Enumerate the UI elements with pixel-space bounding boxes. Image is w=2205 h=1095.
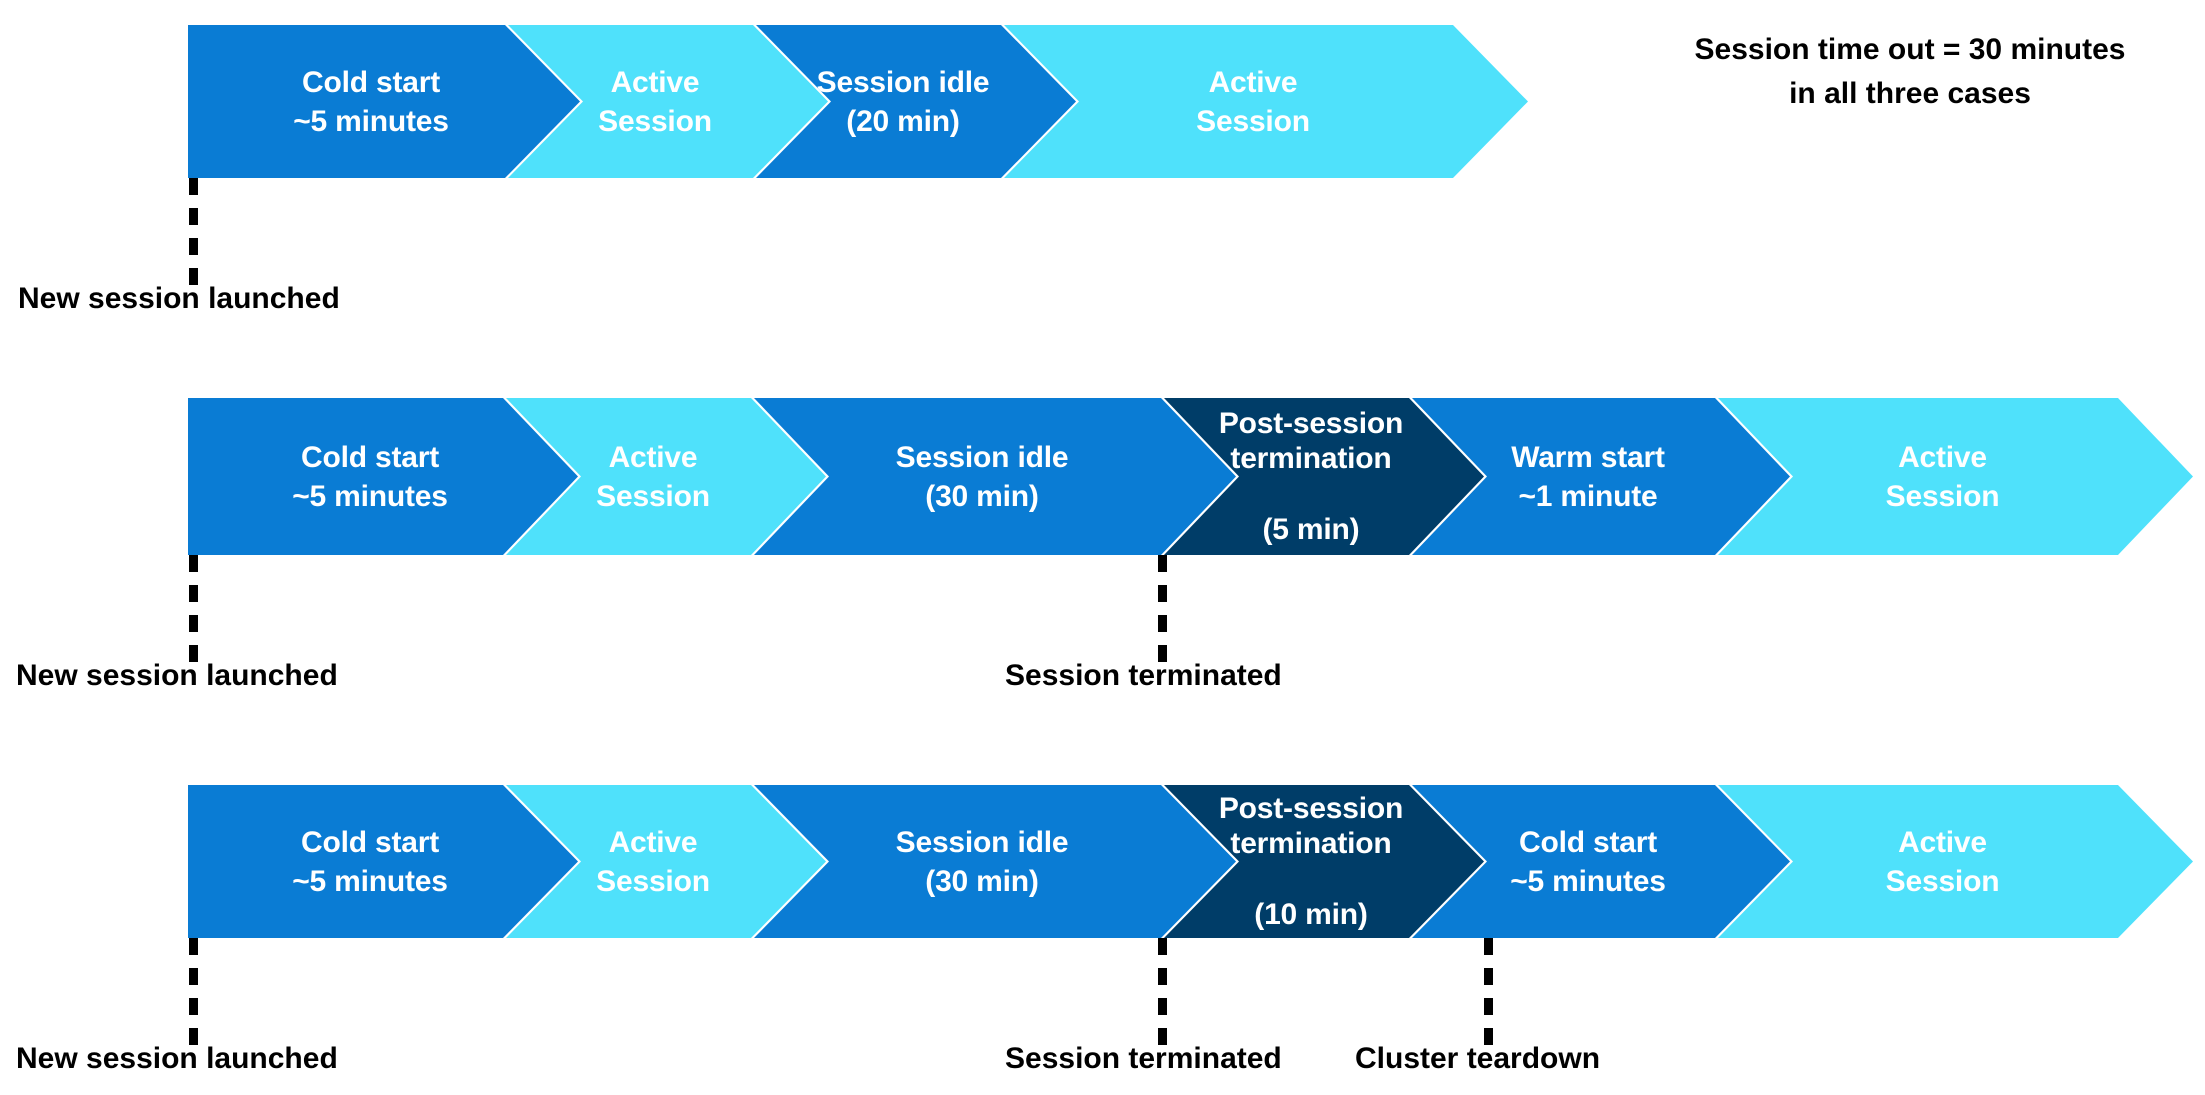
case-3-segment-active-session-2: Active Session bbox=[1718, 785, 2193, 938]
segment-label: Active Session bbox=[596, 440, 710, 513]
case-3-marker-label-3: Cluster teardown bbox=[1355, 1042, 1601, 1075]
segment-label: Active Session bbox=[1885, 440, 2000, 513]
case-3-segment-cold-start-1: Cold start ~5 minutes bbox=[188, 785, 578, 938]
case-2-row: Cold start ~5 minutes Active Session Ses… bbox=[188, 398, 2193, 555]
session-timeout-note: Session time out = 30 minutes in all thr… bbox=[1694, 33, 2126, 110]
case-3-marker-line-2 bbox=[1158, 938, 1167, 1046]
case-1-segment-active-session-2: Active Session bbox=[1004, 25, 1528, 178]
case-3-marker-label-2: Session terminated bbox=[1005, 1042, 1282, 1075]
case-3-segment-session-idle: Session idle (30 min) bbox=[754, 785, 1236, 938]
case-2-marker-line-1 bbox=[189, 555, 198, 663]
case-3-marker-line-3 bbox=[1484, 938, 1493, 1046]
segment-label: Session idle (30 min) bbox=[895, 825, 1069, 898]
case-2-segment-cold-start: Cold start ~5 minutes bbox=[188, 398, 578, 555]
segment-label: Post-session termination (10 min) bbox=[1218, 791, 1404, 931]
segment-label: Active Session bbox=[1885, 825, 2000, 898]
segment-label: Active Session bbox=[598, 65, 712, 138]
case-3-segment-post-session-termination: Post-session termination (10 min) bbox=[1164, 785, 1484, 938]
segment-label: Session idle (20 min) bbox=[816, 65, 990, 138]
segment-label: Cold start ~5 minutes bbox=[292, 825, 448, 898]
case-2-marker-label-1: New session launched bbox=[16, 659, 338, 692]
case-2-marker-label-2: Session terminated bbox=[1005, 659, 1282, 692]
segment-label: Cold start ~5 minutes bbox=[1510, 825, 1666, 898]
segment-label: Warm start ~1 minute bbox=[1511, 440, 1665, 513]
case-2-segment-session-idle: Session idle (30 min) bbox=[754, 398, 1236, 555]
case-1-segment-session-idle: Session idle (20 min) bbox=[756, 25, 1076, 178]
case-3-marker-line-1 bbox=[189, 938, 198, 1046]
segment-label: Active Session bbox=[1196, 65, 1310, 138]
segment-label: Cold start ~5 minutes bbox=[292, 440, 448, 513]
case-1-marker-line-1 bbox=[189, 178, 198, 286]
segment-label: Cold start ~5 minutes bbox=[293, 65, 449, 138]
segment-label: Post-session termination (5 min) bbox=[1218, 406, 1404, 546]
case-1-segment-cold-start: Cold start ~5 minutes bbox=[188, 25, 580, 178]
case-1-marker-label-1: New session launched bbox=[18, 282, 340, 315]
case-2-segment-active-session-2: Active Session bbox=[1718, 398, 2193, 555]
case-3-marker-label-1: New session launched bbox=[16, 1042, 338, 1075]
case-3-row: Cold start ~5 minutes Active Session Ses… bbox=[188, 785, 2193, 938]
case-2-marker-line-2 bbox=[1158, 555, 1167, 663]
segment-label: Session idle (30 min) bbox=[895, 440, 1069, 513]
segment-label: Active Session bbox=[596, 825, 710, 898]
case-1-row: Cold start ~5 minutes Active Session Ses… bbox=[188, 25, 1528, 178]
